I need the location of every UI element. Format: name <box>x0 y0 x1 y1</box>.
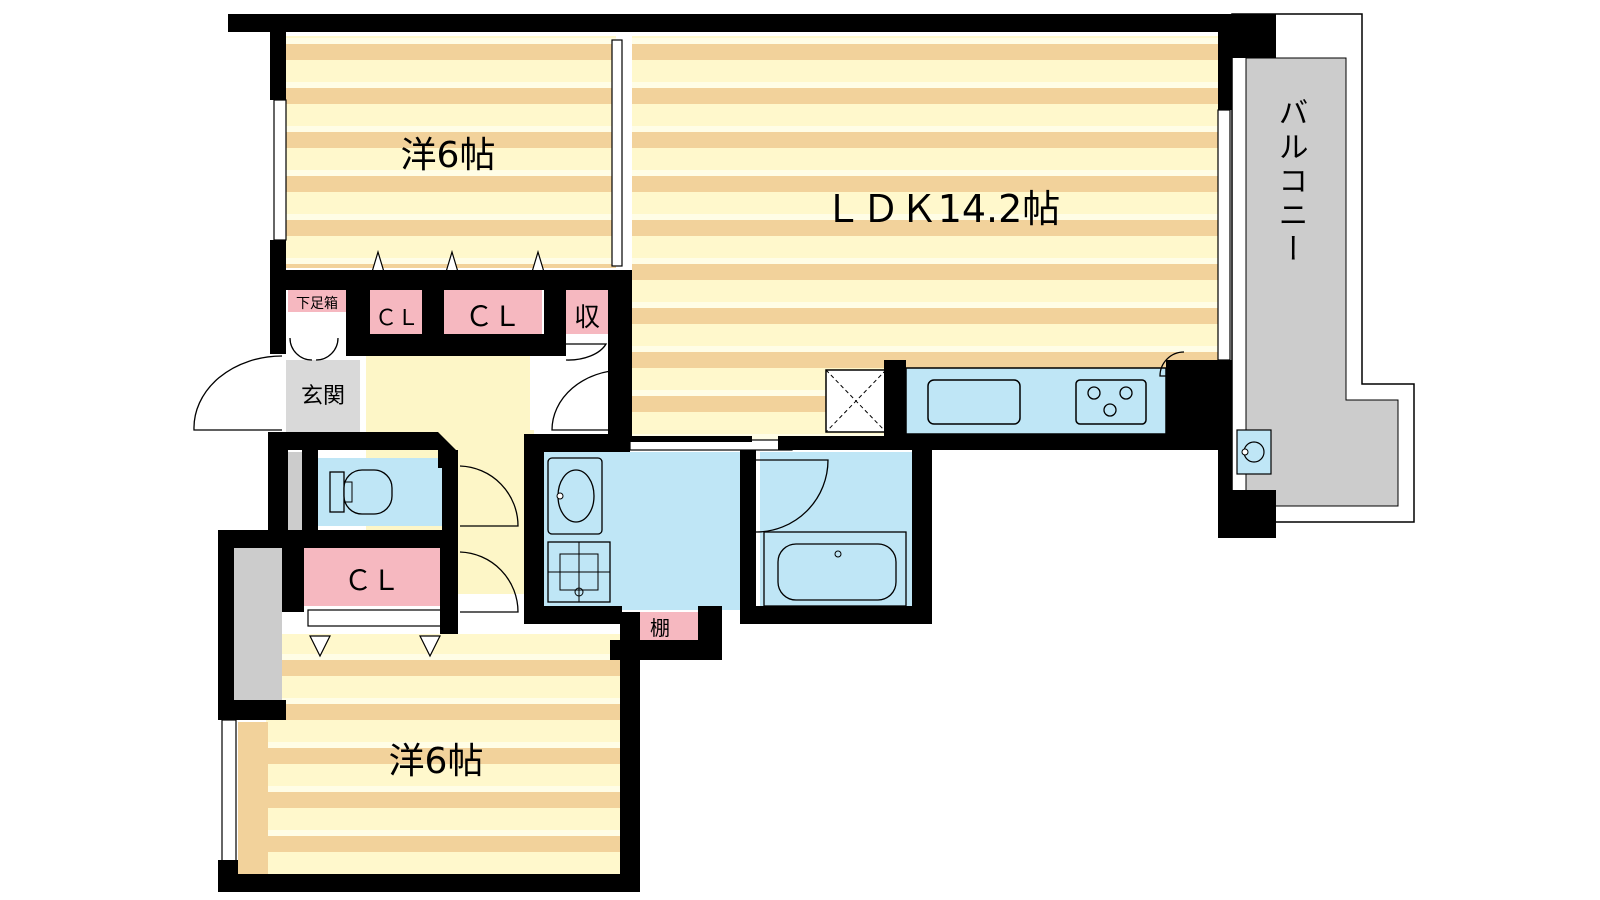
western-room-south-label: 洋6帖 <box>389 741 484 782</box>
closet-north-label: ＣＬ <box>465 300 521 333</box>
kitchen-sink-icon <box>927 379 1021 425</box>
balcony-label: バルコニー <box>1273 97 1308 267</box>
entrance-label: 玄関 <box>301 384 345 409</box>
stove-icon <box>1075 379 1147 425</box>
windows <box>221 39 1231 871</box>
balcony-sink-icon <box>1236 429 1272 475</box>
walls <box>218 14 1276 892</box>
shelf-label: 棚 <box>650 616 670 640</box>
south-window-sill <box>238 722 268 876</box>
washing-machine-icon <box>547 541 611 603</box>
balcony <box>1231 13 1415 523</box>
ldk-label: ＬＤＫ14.2帖 <box>824 187 1061 231</box>
closet-small-label: ＣＬ <box>375 306 419 331</box>
western-room-north-floor <box>286 36 616 268</box>
closet-north-area <box>444 290 542 334</box>
pipe-shaft-upper <box>286 452 302 532</box>
shoe-box-label: 下足箱 <box>296 296 338 312</box>
washbasin-icon <box>547 457 603 535</box>
closet-small-area <box>370 290 424 334</box>
shoe-box-area <box>288 290 346 312</box>
storage-area <box>566 290 608 334</box>
closet-south-label: ＣＬ <box>344 564 400 597</box>
entrance-floor <box>286 360 360 438</box>
western-room-south-floor <box>266 634 620 874</box>
storage-label: 収 <box>574 303 600 333</box>
pipe-shaft-lower <box>234 548 282 700</box>
western-room-north-label: 洋6帖 <box>401 135 496 176</box>
door-swings <box>193 337 1185 613</box>
closet-south-area <box>304 548 440 606</box>
toilet-icon <box>329 469 393 515</box>
bathtub-icon <box>763 531 907 607</box>
